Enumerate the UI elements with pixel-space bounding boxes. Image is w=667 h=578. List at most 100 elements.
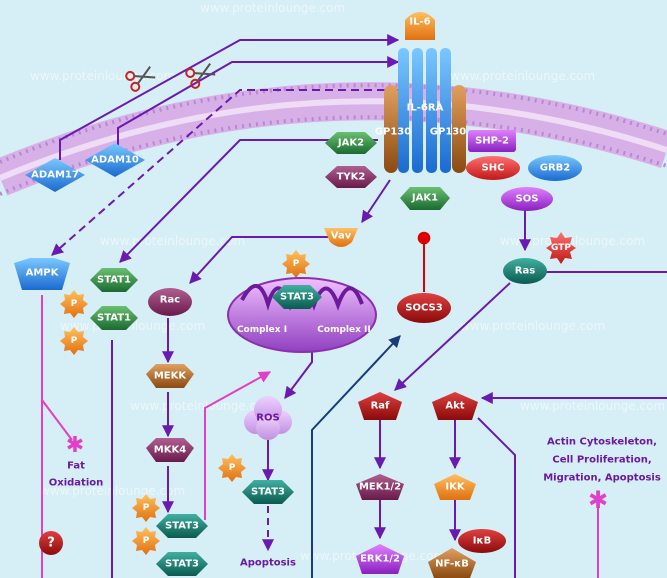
ampk-label: AMPK	[26, 268, 60, 279]
outcome-line-2: Cell Proliferation,	[552, 455, 651, 466]
rac-node[interactable]: Rac	[148, 288, 192, 316]
gtp-node[interactable]: GTP	[546, 232, 576, 264]
fat-oxidation-outcome: ✱ Fat Oxidation	[49, 433, 103, 489]
tyk2-node[interactable]: TYK2	[325, 166, 377, 188]
gp130-right-label: GP130	[430, 127, 466, 138]
il6ra-label: IL-6RA	[407, 103, 444, 114]
mek12-node[interactable]: MEK1/2	[356, 474, 404, 500]
erk12-node[interactable]: ERK1/2	[356, 544, 404, 574]
sos-label: SOS	[516, 194, 539, 205]
stat3-ros-node[interactable]: STAT3	[242, 480, 294, 504]
sos-node[interactable]: SOS	[501, 187, 553, 211]
mitochondria[interactable]: Complex I Complex II	[227, 277, 377, 353]
phospho-badge: P	[218, 454, 246, 482]
svg-text:P: P	[71, 336, 78, 346]
stat3-node[interactable]: STAT3	[156, 514, 208, 538]
stat3-ros-label: STAT3	[251, 487, 285, 498]
svg-text:P: P	[229, 463, 236, 473]
stat3-mito-label: STAT3	[280, 292, 314, 303]
phospho-badge: P	[132, 527, 160, 555]
mekk-label: MEKK	[154, 371, 188, 382]
rac-label: Rac	[160, 295, 180, 306]
stat3-node[interactable]: STAT3	[156, 552, 208, 576]
raf-node[interactable]: Raf	[358, 392, 402, 420]
watermark: www.proteinlounge.com	[500, 234, 645, 248]
shp2-label: SHP-2	[475, 136, 509, 147]
jak1-node[interactable]: JAK1	[400, 187, 450, 210]
ras-node[interactable]: Ras	[503, 258, 547, 284]
svg-text:P: P	[143, 536, 150, 546]
complex2-label: Complex II	[317, 325, 370, 335]
il6ra-chain	[440, 48, 451, 173]
asterisk-icon: ✱	[588, 486, 608, 514]
shp2-node[interactable]: SHP-2	[468, 130, 516, 152]
adam10-label: ADAM10	[91, 155, 139, 166]
complex1-label: Complex I	[237, 325, 287, 335]
mkk4-label: MKK4	[154, 445, 186, 456]
nfkb-label: NF-κB	[435, 559, 469, 570]
stat3-mito-node[interactable]: STAT3	[272, 285, 322, 309]
outcome-line-1: Actin Cytoskeleton,	[547, 437, 657, 448]
gp130-left-label: GP130	[375, 127, 411, 138]
shc-label: SHC	[482, 163, 505, 174]
ampk-node[interactable]: AMPK	[14, 258, 70, 290]
watermark: www.proteinlounge.com	[520, 399, 665, 413]
gtp-label: GTP	[551, 243, 571, 253]
cellular-outcomes: Actin Cytoskeleton, Cell Proliferation, …	[543, 437, 661, 515]
grb2-label: GRB2	[540, 163, 571, 174]
ros-label: ROS	[256, 413, 279, 424]
adam17-node[interactable]: ADAM17	[25, 158, 85, 192]
watermark: www.proteinlounge.com	[130, 399, 275, 413]
oxidation-label: Oxidation	[49, 478, 103, 489]
mkk4-node[interactable]: MKK4	[146, 438, 194, 462]
watermark: www.proteinlounge.com	[200, 1, 345, 15]
il6-label: IL-6	[409, 17, 430, 28]
fat-label: Fat	[67, 461, 85, 472]
ikb-node[interactable]: IκB	[458, 529, 506, 553]
connectors	[41, 34, 667, 578]
jak2-label: JAK2	[337, 138, 364, 149]
jak1-label: JAK1	[411, 193, 438, 204]
akt-label: Akt	[445, 401, 464, 412]
receptor-complex: IL-6 IL-6RA GP130 GP130	[375, 12, 466, 173]
watermark: www.proteinlounge.com	[30, 69, 175, 83]
svg-text:P: P	[143, 503, 150, 513]
phospho-badge: P	[60, 290, 88, 318]
unknown-marker[interactable]: ?	[39, 531, 63, 555]
socs3-node[interactable]: SOCS3	[397, 293, 451, 323]
watermark: www.proteinlounge.com	[450, 69, 595, 83]
akt-node[interactable]: Akt	[432, 392, 478, 420]
outcome-line-3: Migration, Apoptosis	[543, 473, 661, 484]
mekk-node[interactable]: MEKK	[146, 364, 194, 388]
scissors-icon	[185, 63, 216, 89]
phospho-badge: P	[60, 327, 88, 355]
il6-ligand[interactable]	[405, 12, 435, 40]
raf-label: Raf	[371, 401, 390, 412]
gp130-right-chain	[452, 85, 466, 173]
vav-node[interactable]: Vav	[324, 228, 358, 247]
stat1-node[interactable]: STAT1	[90, 306, 138, 330]
scissors-icon	[125, 66, 156, 92]
ikb-label: IκB	[473, 536, 491, 547]
stat1-node[interactable]: STAT1	[90, 268, 138, 292]
grb2-node[interactable]: GRB2	[528, 155, 582, 181]
question-icon: ?	[47, 536, 55, 551]
il6ra-chain	[398, 48, 409, 173]
ikk-label: IKK	[445, 482, 465, 493]
adam17-label: ADAM17	[31, 170, 79, 181]
ras-label: Ras	[515, 266, 535, 277]
jak2-node[interactable]: JAK2	[325, 132, 377, 154]
shc-node[interactable]: SHC	[466, 156, 520, 180]
adam10-node[interactable]: ADAM10	[85, 143, 145, 177]
nfkb-node[interactable]: NF-κB	[428, 548, 476, 578]
ros-node[interactable]: ROS	[244, 396, 292, 440]
ikk-node[interactable]: IKK	[434, 474, 476, 500]
watermark-layer: www.proteinlounge.com www.proteinlounge.…	[30, 1, 665, 563]
svg-text:P: P	[71, 299, 78, 309]
il6ra-chain	[412, 48, 423, 173]
phospho-badge: P	[132, 494, 160, 522]
stat3-d-label: STAT3	[165, 559, 199, 570]
gp130-left-chain	[384, 85, 398, 173]
il6ra-chain	[426, 48, 437, 173]
asterisk-icon: ✱	[66, 433, 84, 458]
